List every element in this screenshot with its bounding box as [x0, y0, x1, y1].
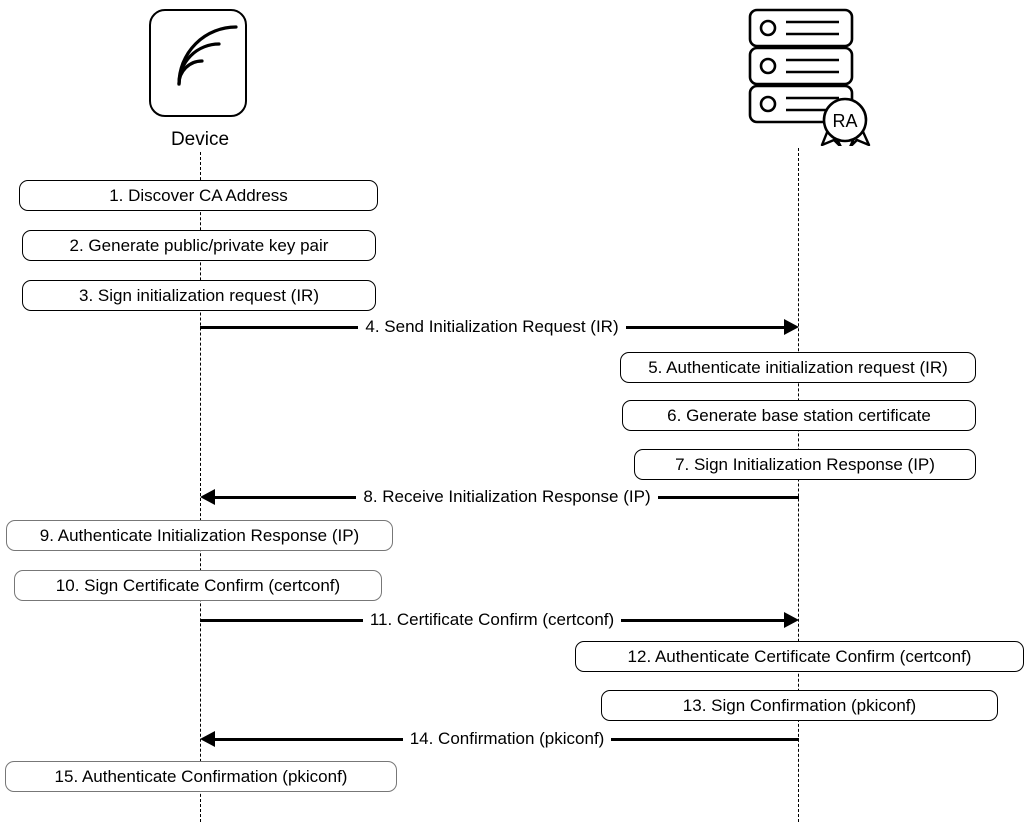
process-box-label: 6. Generate base station certificate — [667, 405, 931, 425]
message-label: 8. Receive Initialization Response (IP) — [363, 487, 651, 506]
wireless-device-icon — [149, 9, 247, 117]
message-arrow-step-4[interactable]: 4. Send Initialization Request (IR) — [200, 314, 799, 340]
process-box-step-5[interactable]: 5. Authenticate initialization request (… — [620, 352, 976, 383]
arrow-line — [200, 325, 359, 329]
wifi-arcs-icon — [177, 25, 238, 86]
arrowhead-left-icon — [200, 489, 215, 505]
process-box-step-9[interactable]: 9. Authenticate Initialization Response … — [6, 520, 393, 551]
arrowhead-right-icon — [784, 319, 799, 335]
ra-badge-label: RA — [832, 111, 857, 131]
process-box-step-6[interactable]: 6. Generate base station certificate — [622, 400, 976, 431]
arrow-line — [215, 495, 357, 499]
message-arrow-step-8[interactable]: 8. Receive Initialization Response (IP) — [200, 484, 799, 510]
process-box-step-3[interactable]: 3. Sign initialization request (IR) — [22, 280, 376, 311]
process-box-label: 15. Authenticate Confirmation (pkiconf) — [54, 766, 348, 786]
process-box-label: 7. Sign Initialization Response (IP) — [675, 454, 935, 474]
process-box-step-13[interactable]: 13. Sign Confirmation (pkiconf) — [601, 690, 998, 721]
server-stack-certificate-icon: RA — [747, 6, 879, 149]
process-box-step-10[interactable]: 10. Sign Certificate Confirm (certconf) — [14, 570, 382, 601]
message-label: 14. Confirmation (pkiconf) — [409, 729, 605, 748]
arrowhead-right-icon — [784, 612, 799, 628]
lifeline-ra — [798, 148, 799, 822]
process-box-step-2[interactable]: 2. Generate public/private key pair — [22, 230, 376, 261]
process-box-label: 13. Sign Confirmation (pkiconf) — [682, 695, 917, 715]
process-box-label: 3. Sign initialization request (IR) — [78, 285, 319, 305]
process-box-step-15[interactable]: 15. Authenticate Confirmation (pkiconf) — [5, 761, 397, 792]
arrow-line — [200, 618, 363, 622]
process-box-label: 5. Authenticate initialization request (… — [648, 357, 948, 377]
message-label: 11. Certificate Confirm (certconf) — [369, 610, 615, 629]
arrow-line — [657, 495, 799, 499]
process-box-label: 10. Sign Certificate Confirm (certconf) — [55, 575, 341, 595]
message-arrow-step-11[interactable]: 11. Certificate Confirm (certconf) — [200, 607, 799, 633]
actor-label-device: Device — [170, 129, 230, 150]
arrow-line — [621, 618, 784, 622]
message-arrow-step-14[interactable]: 14. Confirmation (pkiconf) — [200, 726, 800, 752]
arrow-line — [215, 737, 403, 741]
arrow-line — [611, 737, 800, 741]
server-stack-icon: RA — [748, 8, 871, 149]
process-box-step-7[interactable]: 7. Sign Initialization Response (IP) — [634, 449, 976, 480]
arrow-line — [625, 325, 784, 329]
process-box-label: 2. Generate public/private key pair — [69, 235, 329, 255]
arrowhead-left-icon — [200, 731, 215, 747]
process-box-step-1[interactable]: 1. Discover CA Address — [19, 180, 378, 211]
message-label: 4. Send Initialization Request (IR) — [365, 317, 619, 336]
lifeline-device — [200, 152, 201, 822]
process-box-step-12[interactable]: 12. Authenticate Certificate Confirm (ce… — [575, 641, 1024, 672]
process-box-label: 1. Discover CA Address — [109, 185, 288, 205]
process-box-label: 12. Authenticate Certificate Confirm (ce… — [627, 646, 972, 666]
process-box-label: 9. Authenticate Initialization Response … — [39, 525, 360, 545]
